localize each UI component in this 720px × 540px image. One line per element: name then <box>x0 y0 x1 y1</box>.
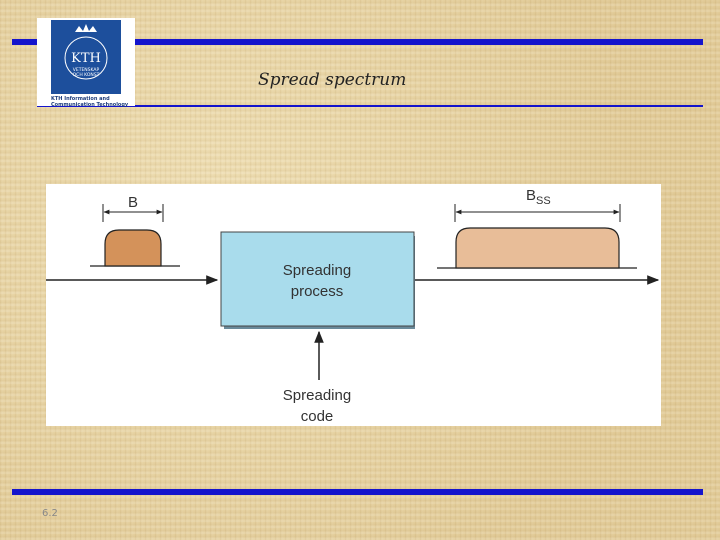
title-rule-thin <box>37 105 703 107</box>
output-bandwidth-label: BSS <box>526 187 551 207</box>
input-spectrum <box>90 229 180 267</box>
title-rule-thick <box>12 39 703 45</box>
output-bandwidth-dimension: BSS <box>454 187 621 222</box>
process-label-line-1: Spreading <box>283 262 351 279</box>
input-bandwidth-label: B <box>128 194 138 211</box>
footer-rule <box>12 489 703 495</box>
slide-title: Spread spectrum <box>258 70 407 90</box>
logo-caption-line-2: Communication Technology <box>51 102 129 108</box>
logo-motto-2: OCH KONST <box>73 72 100 78</box>
input-bandwidth-dimension: B <box>102 194 164 222</box>
kth-logo: KTH VETENSKAP OCH KONST KTH Information … <box>37 18 137 108</box>
slide-number: 6.2 <box>42 508 58 519</box>
logo-name: KTH <box>71 51 101 66</box>
output-spectrum <box>437 227 637 269</box>
crown-icon: KTH VETENSKAP OCH KONST <box>64 24 108 80</box>
code-label-line-2: code <box>301 408 334 425</box>
logo-caption-line-1: KTH Information and <box>51 96 110 102</box>
spreading-diagram: B Spreading process Spreading code BSS <box>46 184 661 426</box>
process-label-line-2: process <box>291 283 344 300</box>
spreading-diagram-svg: B Spreading process Spreading code BSS <box>46 187 660 425</box>
kth-logo-emblem: KTH VETENSKAP OCH KONST <box>51 20 121 94</box>
code-label-line-1: Spreading <box>283 387 351 404</box>
logo-motto-1: VETENSKAP <box>73 67 100 73</box>
spreading-process-box: Spreading process <box>220 231 415 329</box>
logo-caption: KTH Information and Communication Techno… <box>51 96 137 108</box>
